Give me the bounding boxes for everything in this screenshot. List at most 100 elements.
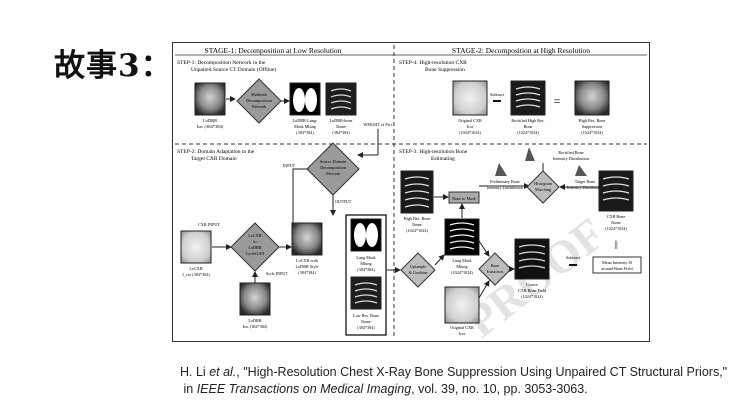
out-lung-caption-3: (384*384)	[357, 267, 375, 272]
out-bone-caption-2: Ibone	[361, 319, 371, 324]
orig2-caption-1: Original CXR	[450, 325, 474, 330]
subtract2-label: Subtract	[566, 255, 581, 260]
weight-label: WEIGHT of Fsrc	[363, 122, 392, 127]
rect-dist-label-1: Rectified Bone	[558, 150, 583, 155]
locxr-drr-caption-3: (384*384)	[298, 270, 316, 275]
cxr-bone-caption-1: CXR Bone	[607, 214, 626, 219]
step4-label-1: STEP-4: High-resolution CXR	[399, 60, 467, 66]
src-net-label-2: Decomposition	[320, 165, 346, 170]
ref-etal: et al.	[209, 365, 237, 379]
cyclegan-label-3: LoDRR	[248, 245, 261, 250]
locxr-image	[180, 230, 212, 264]
drr-bone-image	[325, 82, 357, 116]
minus-sign	[493, 100, 501, 102]
rect-dist-label-2: Intensity Distribution	[553, 156, 590, 161]
locxr-caption-1: LoCXR	[189, 266, 202, 271]
parallel-sign: ||	[614, 239, 618, 249]
ref-title: , "High-Resolution Chest X-Ray Bone Supp…	[236, 365, 728, 379]
rectified-caption-2: Bone	[524, 124, 533, 129]
locxr-drr-style-image	[291, 222, 323, 256]
ref-author: H. Li	[180, 365, 210, 379]
lung-mask-caption-1: LoDRR-Lung-	[293, 118, 318, 123]
bone-suppressed-image	[574, 80, 610, 116]
mean-intensity-box	[592, 256, 642, 274]
cxr-input-label: CXR INPUT	[198, 222, 220, 227]
lodrr-caption-2: Isrc (384*384)	[197, 124, 224, 129]
orig2-caption-2: Icxr	[459, 331, 466, 336]
out-bone-image	[350, 276, 382, 310]
orig-caption-1: Original CXR	[458, 118, 482, 123]
multitask-label-1: Multitask	[251, 92, 268, 97]
rectified-histogram	[525, 147, 535, 161]
multitask-label-3: Network	[252, 104, 268, 109]
step3-label-1: STEP-3: High-resolution Bone	[399, 149, 468, 155]
drr-bone-caption-2: Ibone	[336, 124, 346, 129]
multitask-label-2: Decomposition	[246, 98, 272, 103]
output-label: OUTPUT	[335, 199, 352, 204]
step1-label-1: STEP-1: Decomposition Network in the	[177, 60, 266, 66]
minus-sign-2	[569, 264, 577, 266]
drr-bone-caption-1: LoDRR-bone	[330, 118, 353, 123]
drr-bone-caption-3: (384*384)	[332, 130, 350, 135]
preliminary-label-2: Intensity Distribution	[487, 185, 524, 190]
subtract-label: Subtract	[490, 92, 505, 97]
lung-hires-caption-3: (1024*1024)	[451, 270, 473, 275]
hires-bone-caption-3: (1024*1024)	[406, 228, 428, 233]
cyclegan-label-2: to	[253, 239, 256, 244]
orig-caption-2: Icxr	[467, 124, 474, 129]
hist-label-2: Matching	[535, 187, 552, 192]
cxr-bone-caption-2: Ibone	[611, 220, 621, 225]
bone-extract-label-1: Bone	[491, 263, 500, 268]
bone-to-mask-label: Bone to Mask	[452, 196, 476, 201]
ref-details: , vol. 39, no. 10, pp. 3053-3063.	[411, 382, 588, 396]
upsample-label-2: & Combine	[409, 270, 428, 275]
src-net-label-1: Source Domain	[320, 159, 347, 164]
target-dist-label-1: Target Bone	[575, 179, 596, 184]
pipeline-figure: PROOF STAGE-1: Decomposition at Low Reso…	[172, 42, 650, 347]
target-histogram	[575, 165, 587, 176]
original-cxr-image-2	[444, 286, 480, 324]
lung-hires-caption-1: Lung Mask	[452, 258, 472, 263]
step2-label-1: STEP-2: Domain Adaptation to the	[177, 149, 255, 155]
coarse-bone-field-image	[514, 238, 550, 280]
reference-line-1: H. Li et al., "High-Resolution Chest X-R…	[180, 364, 740, 381]
output-group-box	[345, 214, 387, 336]
ref-in: in	[183, 382, 197, 396]
orig-caption-3: (1024*1024)	[459, 130, 481, 135]
preliminary-histogram	[495, 163, 507, 176]
hist-label-1: Histogram	[534, 181, 552, 186]
coarse-caption-2: CXR Bone Field	[518, 288, 547, 293]
cxr-bone-caption-3: (1024*1024)	[605, 226, 627, 231]
histogram-matching-node	[526, 170, 560, 204]
hires-bone-caption-1: High Res. Bone	[404, 216, 431, 221]
coarse-caption-1: Coarse	[526, 282, 538, 287]
rectified-caption-1: Rectified High Res.	[511, 118, 544, 123]
step2-label-2: Target CXR Domain	[191, 156, 237, 162]
ref-journal: IEEE Transactions on Medical Imaging	[196, 382, 412, 396]
out-lung-caption-2: Mlung	[360, 261, 372, 266]
style-input-label: Style INPUT	[266, 271, 288, 276]
step3-label-2: Estimating	[431, 156, 455, 162]
stage2-title: STAGE-2: Decomposition at High Resolutio…	[452, 46, 590, 55]
lodrr-caption-1: LoDRR	[203, 118, 217, 123]
mean-label-1: Mean Intensity I0	[602, 260, 632, 265]
lung-mask-caption-3: (384*384)	[296, 130, 314, 135]
suppressed-caption-1: High Res. Bone	[579, 118, 606, 123]
reference-line-2: in IEEE Transactions on Medical Imaging,…	[180, 381, 740, 398]
original-cxr-image	[452, 80, 488, 116]
lodrr2-caption-1: LoDRR	[248, 318, 261, 323]
out-bone-caption-3: (384*384)	[357, 325, 375, 330]
locxr-drr-caption-1: LoCXR with	[296, 258, 319, 263]
bone-extraction-node	[478, 252, 512, 286]
suppressed-caption-2: Suppression	[582, 124, 603, 129]
coarse-caption-3: (1024*1024)	[521, 294, 543, 299]
rectified-caption-3: (1024*1024)	[517, 130, 539, 135]
step1-label-2: Unpaired Source CT Domain (Offline)	[191, 66, 276, 73]
rectified-bone-image	[510, 80, 546, 116]
out-bone-caption-1: Low Res. Bone	[353, 313, 379, 318]
locxr-drr-caption-2: LoDRR Style	[296, 264, 319, 269]
src-net-label-3: Network	[326, 171, 342, 176]
slide-title: 故事3：	[54, 48, 173, 84]
upsample-label-1: Upsample	[410, 264, 426, 269]
cyclegan-label-1: LoCXR	[248, 233, 261, 238]
